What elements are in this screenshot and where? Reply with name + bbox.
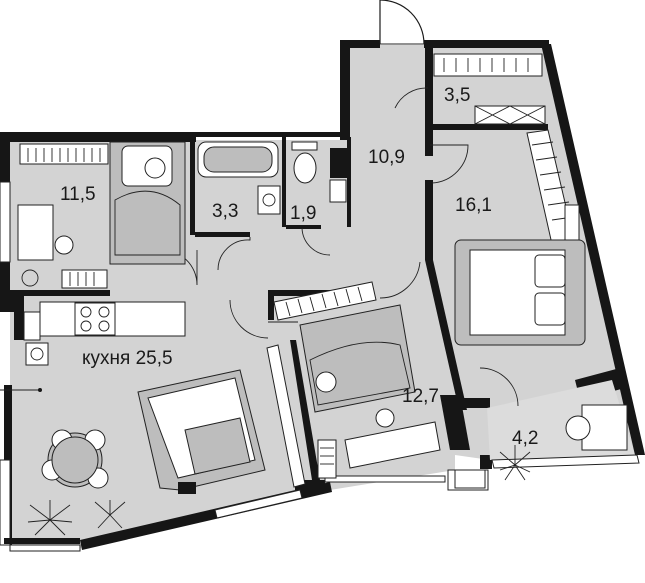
sink-icon [25,342,49,366]
stove-icon [74,302,116,336]
room-area-bathroom: 3,3 [212,201,238,222]
sink-icon [257,185,281,215]
room-area-balcony: 4,2 [512,428,538,449]
bedroom-small-furniture [17,141,186,289]
plant-icon [499,445,531,481]
area-labels: 11,5 3,3 1,9 10,9 3,5 16,1 кухня 25,5 12… [60,85,538,449]
room-area-closet: 3,5 [444,85,470,106]
desk-icon [17,204,54,261]
room-area-bedroom-master: 16,1 [455,195,492,216]
room-area-bedroom-kids: 12,7 [402,386,439,407]
master-bedroom-furniture [454,129,586,346]
room-area-bedroom-small: 11,5 [60,184,96,205]
bathroom-furniture [197,141,347,215]
teddy-bear-icon [315,371,337,393]
radiator [19,143,109,165]
desk-icon [344,421,441,469]
kitchen-furniture [0,301,306,536]
balcony-railing [491,454,640,469]
wardrobe-icon [433,53,543,77]
room-area-hallway: 10,9 [368,147,405,168]
bed-icon [299,304,416,413]
teddy-bear-icon [144,157,166,179]
room-area-kitchen: кухня 25,5 [82,348,173,369]
plant-icon [27,500,126,536]
room-area-toilet: 1,9 [290,203,316,224]
kitchen-window [214,489,303,519]
toilet-icon [291,141,318,151]
door-swing-icon [379,0,425,45]
closet-furniture [433,53,546,125]
balcony-furniture [454,404,628,489]
kids-window [324,475,446,483]
kids-bedroom-furniture [273,281,441,479]
